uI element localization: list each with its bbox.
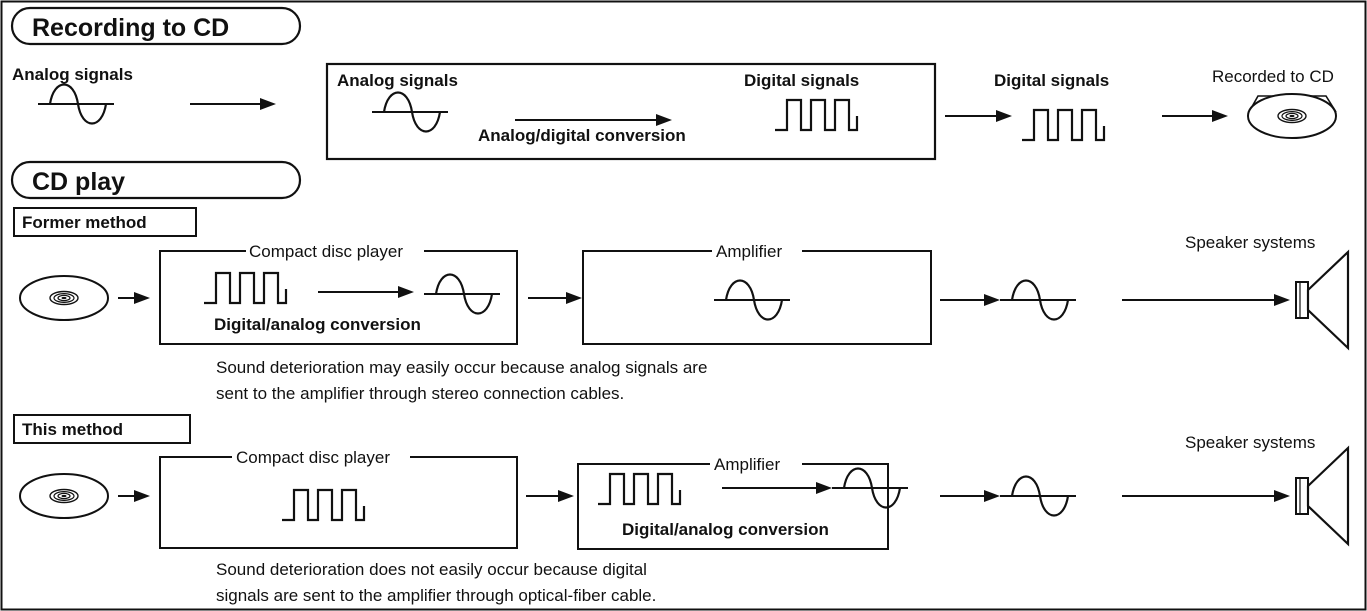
this-amplifier-title: Amplifier <box>714 455 780 474</box>
former-amplifier-box <box>582 250 932 345</box>
arrow-icon <box>722 482 832 494</box>
box-digital-signals-label: Digital signals <box>744 71 859 90</box>
box-analog-signals-label: Analog signals <box>337 71 458 90</box>
digital-pulse-icon <box>280 488 366 522</box>
arrow-icon <box>515 114 672 126</box>
former-note-line1: Sound deterioration may easily occur bec… <box>216 358 707 377</box>
this-method-tag <box>13 414 191 444</box>
compact-disc-icon <box>19 473 109 519</box>
analog-wave-icon <box>422 273 502 315</box>
speaker-icon <box>1294 446 1350 546</box>
this-speaker-label: Speaker systems <box>1185 433 1315 452</box>
digital-pulse-icon <box>596 472 682 506</box>
this-method-label: This method <box>22 420 123 439</box>
recording-heading-pill <box>10 6 302 46</box>
digital-pulse-icon <box>773 98 859 132</box>
this-note-line2: signals are sent to the amplifier throug… <box>216 586 656 605</box>
analog-signals-label: Analog signals <box>12 65 133 84</box>
analog-wave-icon <box>998 279 1078 321</box>
arrow-icon <box>1122 294 1290 306</box>
digital-pulse-icon <box>202 271 288 305</box>
arrow-icon <box>526 490 574 502</box>
former-method-label: Former method <box>22 213 147 232</box>
analog-wave-icon <box>830 467 910 509</box>
arrow-icon <box>190 98 276 110</box>
speaker-icon <box>1294 250 1350 350</box>
this-player-box <box>159 456 518 549</box>
analog-wave-icon <box>370 91 450 133</box>
arrow-icon <box>945 110 1012 122</box>
conversion-box <box>325 62 937 161</box>
former-speaker-label: Speaker systems <box>1185 233 1315 252</box>
compact-disc-icon <box>19 275 109 321</box>
this-amplifier-conversion: Digital/analog conversion <box>622 520 829 539</box>
former-note-line2: sent to the amplifier through stereo con… <box>216 384 624 403</box>
arrow-icon <box>528 292 582 304</box>
this-player-title: Compact disc player <box>236 448 390 467</box>
arrow-icon <box>940 490 1000 502</box>
arrow-icon <box>118 490 150 502</box>
this-amplifier-title-bg <box>710 452 802 474</box>
recorded-to-cd-label: Recorded to CD <box>1212 67 1334 86</box>
former-amplifier-title-bg <box>712 239 802 261</box>
arrow-icon <box>1162 110 1228 122</box>
cd-play-heading-pill <box>10 160 302 200</box>
this-player-title-bg <box>232 445 410 467</box>
arrow-icon <box>940 294 1000 306</box>
former-amplifier-title: Amplifier <box>716 242 782 261</box>
arrow-icon <box>1122 490 1290 502</box>
analog-wave-icon <box>712 279 792 321</box>
digital-pulse-icon <box>1020 108 1106 142</box>
digital-signals-label: Digital signals <box>994 71 1109 90</box>
analog-digital-conversion-label: Analog/digital conversion <box>478 126 686 145</box>
cd-play-heading: CD play <box>32 168 125 196</box>
former-player-conversion: Digital/analog conversion <box>214 315 421 334</box>
former-method-tag <box>13 207 197 237</box>
analog-wave-icon <box>998 475 1078 517</box>
analog-wave-icon <box>36 83 116 125</box>
arrow-icon <box>118 292 150 304</box>
recording-heading: Recording to CD <box>32 14 229 42</box>
compact-disc-icon <box>1247 93 1337 139</box>
this-note-line1: Sound deterioration does not easily occu… <box>216 560 647 579</box>
former-player-title-bg <box>246 239 424 261</box>
arrow-icon <box>318 286 414 298</box>
former-player-title: Compact disc player <box>249 242 403 261</box>
